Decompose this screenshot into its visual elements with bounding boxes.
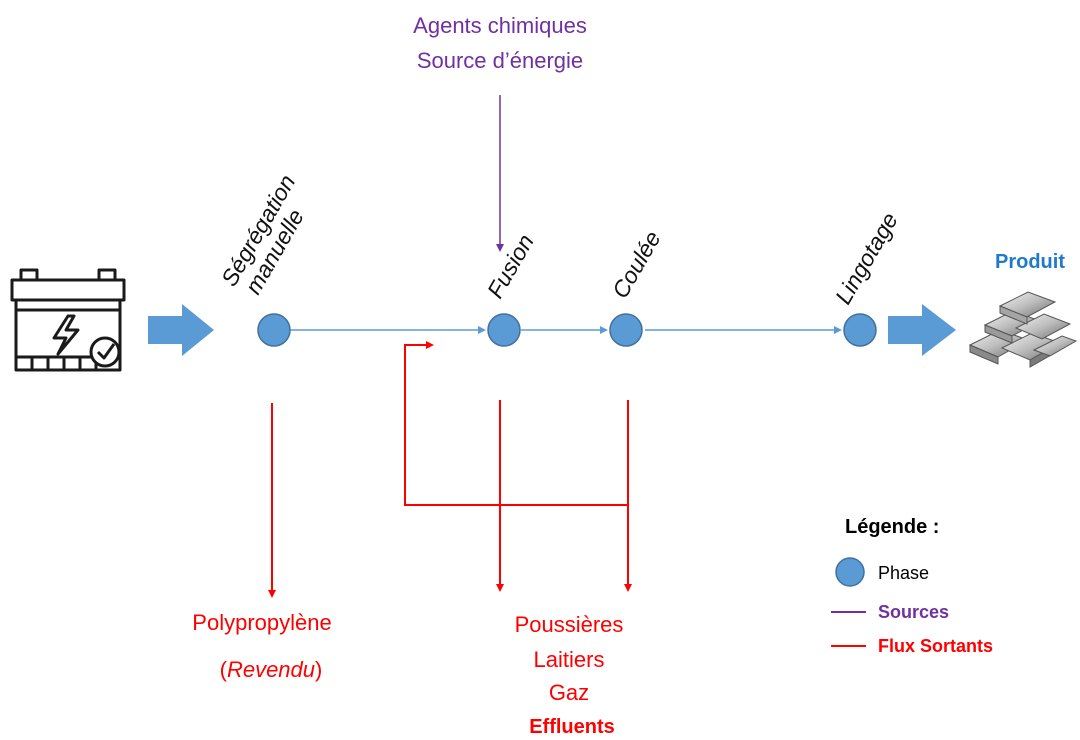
out-laitiers: Laitiers	[534, 647, 605, 672]
out-poussieres: Poussières	[515, 612, 624, 637]
out-revendu: (Revendu)	[220, 657, 323, 682]
phase-lingotage	[843, 313, 877, 347]
legend-phase-swatch	[835, 557, 865, 587]
label-lingotage: Lingotage	[830, 208, 903, 309]
out-gaz: Gaz	[549, 680, 589, 705]
input-arrow	[148, 304, 214, 356]
source-agents-chimiques: Agents chimiques	[413, 13, 587, 38]
out-polypropylene: Polypropylène	[192, 610, 331, 635]
metal-ingots-icon	[968, 291, 1078, 368]
legend-phase-label: Phase	[878, 563, 929, 583]
legend-flux-label: Flux Sortants	[878, 636, 993, 656]
label-produit: Produit	[995, 251, 1065, 273]
phase-fusion	[487, 313, 521, 347]
source-energie: Source d’énergie	[417, 48, 583, 73]
recycle-loop	[404, 341, 628, 506]
legend-title: Légende :	[845, 516, 939, 538]
legend-sources-label: Sources	[878, 602, 949, 622]
phase-segregation	[257, 313, 291, 347]
phase-coulee	[609, 313, 643, 347]
output-arrow	[888, 304, 956, 356]
battery-icon	[10, 268, 126, 372]
out-effluents: Effluents	[529, 716, 615, 738]
label-fusion: Fusion	[482, 230, 539, 303]
label-coulee: Coulée	[607, 226, 666, 302]
